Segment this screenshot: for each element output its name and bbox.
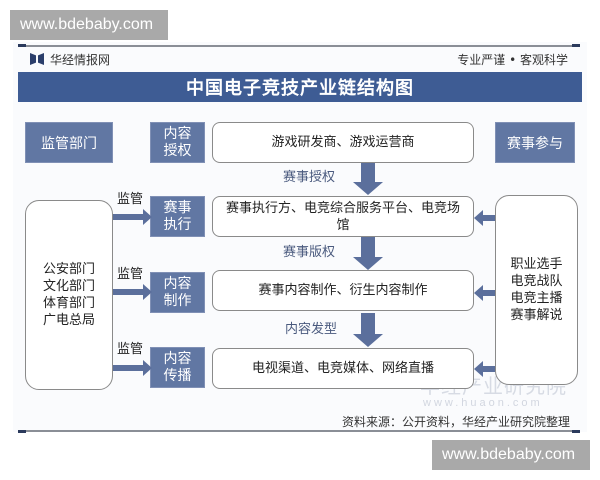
supervise-label-2: 监管 [117,267,144,282]
regulators-box: 公安部门 文化部门 体育部门 广电总局 [25,200,113,390]
stage-label-content-licensing: 内容 授权 [150,122,205,163]
top-divider-cap-right [572,44,580,47]
flow-label-content-distribution: 内容发型 [285,322,338,337]
flow-arrow-down-1 [353,163,383,195]
bottom-divider-cap-right [572,430,580,433]
watermark-huaon-url: www.huaon.com [423,397,543,409]
watermark-bottom: www.bdebaby.com [432,440,590,470]
stage-label-content-distribution: 内容 传播 [150,347,205,388]
flow-label-event-license: 赛事授权 [283,170,336,185]
stage-content-event-execution: 赛事执行方、电竞综合服务平台、电竞场馆 [212,196,474,237]
supervise-label-3: 监管 [117,342,144,357]
source-note: 资料来源：公开资料，华经产业研究院整理 [341,415,570,429]
stage-label-content-production: 内容 制作 [150,272,205,313]
participants-box: 职业选手 电竞战队 电竞主播 赛事解说 [495,195,578,385]
watermark-top: www.bdebaby.com [10,10,168,40]
bottom-divider-cap-left [18,430,26,433]
top-divider [18,45,578,47]
slogan: 专业严谨 • 客观科学 [457,53,568,67]
bottom-divider [18,430,578,432]
participate-arrow-1 [474,210,495,226]
supervise-arrow-2 [113,284,152,300]
brand: 华经情报网 [30,50,110,68]
stage-content-content-production: 赛事内容制作、衍生内容制作 [212,270,474,311]
participate-arrow-3 [474,361,495,377]
brand-logo-icon [30,53,44,65]
stage-content-content-licensing: 游戏研发商、游戏运营商 [212,122,474,163]
participants-header: 赛事参与 [495,122,575,163]
brand-name: 华经情报网 [50,52,111,67]
regulators-header: 监管部门 [25,122,113,163]
top-divider-cap-left [18,44,26,47]
supervise-arrow-1 [113,209,152,225]
participate-arrow-2 [474,285,495,301]
flow-label-event-copyright: 赛事版权 [283,245,336,260]
stage-content-content-distribution: 电视渠道、电竞媒体、网络直播 [212,348,474,389]
flow-arrow-down-2 [353,237,383,270]
flow-arrow-down-3 [353,313,383,347]
supervise-arrow-3 [113,360,152,376]
supervise-label-1: 监管 [117,192,144,207]
page-title: 中国电子竞技产业链结构图 [18,72,582,102]
stage-label-event-execution: 赛事 执行 [150,196,205,237]
